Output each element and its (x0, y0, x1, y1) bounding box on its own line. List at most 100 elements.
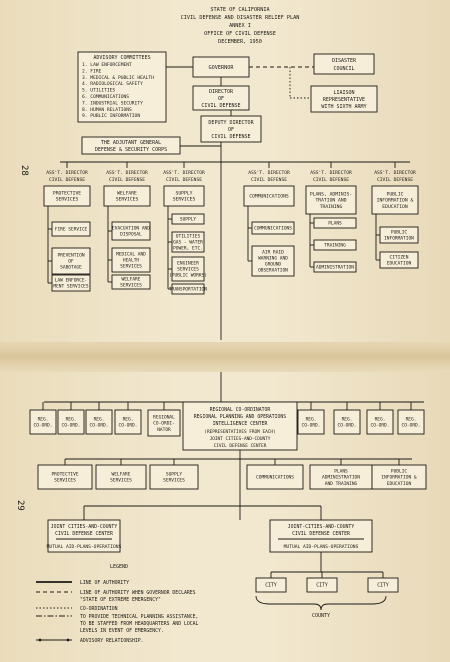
cities: CITY CITY CITY (255, 572, 399, 593)
regional-services: PROTECTIVESERVICESWELFARESERVICESSUPPLYS… (37, 459, 427, 490)
asst-civil-defense-label: CIVIL DEFENSE (377, 177, 413, 183)
disaster-council-l2: COUNCIL (333, 66, 354, 72)
legend-text-technical-1: TO PROVIDE TECHNICAL PLANNING ASSISTANCE… (80, 614, 198, 620)
asst-director-label: ASS'T. DIRECTOR (106, 170, 148, 176)
regional-service-line-1: SERVICES (54, 478, 76, 484)
disaster-council-l1: DISASTER (332, 58, 357, 64)
legend-text-authority: LINE OF AUTHORITY (80, 580, 129, 586)
joint-left-mutual: MUTUAL AID-PLANS-OPERATIONS (47, 544, 122, 550)
division-head-line-1: TRATION AND (315, 198, 346, 204)
division-sub-box (171, 213, 205, 225)
division-sub-box (171, 283, 205, 295)
header-line-4: OFFICE OF CIVIL DEFENSE (204, 31, 276, 37)
asst-director-label: ASS'T. DIRECTOR (46, 170, 88, 176)
division-sub-line-1: MENT SERVICES (53, 284, 89, 290)
regional-coordinator-box (57, 409, 85, 435)
city-label-line-0: CITY (265, 583, 277, 589)
chart-header: STATE OF CALIFORNIA CIVIL DEFENSE AND DI… (181, 7, 300, 45)
division-sub-line-0: TRANSPORTATION (169, 287, 207, 293)
division-sub-box (379, 226, 419, 244)
header-line-2: CIVIL DEFENSE AND DISASTER RELIEF PLAN (181, 15, 300, 21)
division-sub-line-0: AIR RAID (262, 250, 284, 256)
division-sub-line-0: COMMUNICATIONS (254, 226, 292, 232)
regional-coordinator-7: REG.CO-ORD. (397, 402, 425, 435)
regional-coordinator-line-1: CO-ORD. (302, 423, 321, 429)
regional-coordinator-line-1: CO-ORD. (90, 423, 109, 429)
regional-coordinator-line-1: CO-ORD. (338, 423, 357, 429)
division-sub-box (251, 245, 295, 277)
regional-center-l3: INTELLIGENCE CENTER (213, 421, 268, 427)
asst-civil-defense-label: CIVIL DEFENSE (166, 177, 202, 183)
regional-service-box (95, 464, 147, 490)
liaison-l3: WITH SIXTH ARMY (321, 104, 366, 110)
regional-coordinator-3: REG.CO-ORD. (114, 402, 142, 435)
asst-director-label: ASS'T. DIRECTOR (374, 170, 416, 176)
regional-coordinator-box (85, 409, 113, 435)
division-head-line-0: WELFARE (117, 191, 137, 197)
division-sub-line-0: TRAINING (324, 243, 346, 249)
division-sub-line-0: MEDICAL AND (116, 252, 146, 258)
division-head-box (103, 185, 151, 207)
regional-service-line-0: PLANS (334, 468, 348, 474)
regional-service-box (371, 464, 427, 490)
legend-text-emergency-2: "STATE OF EXTREME EMERGENCY" (80, 597, 161, 603)
division-sub-line-1: HEALTH (123, 258, 140, 264)
regional-service-line-0: PROTECTIVE (51, 471, 78, 477)
asst-civil-defense-label: CIVIL DEFENSE (49, 177, 85, 183)
regional-coordinator-box (333, 409, 361, 435)
advisory-item: 2. FIRE (82, 68, 102, 74)
regional-service-line-2: AND TRAINING (325, 481, 358, 487)
division-sub-line-0: PLANS (328, 221, 342, 227)
division-sub-line-1: SERVICES (120, 283, 142, 289)
regional-coordinator-line-0: REG. (123, 416, 134, 422)
division-sub-line-0: PREVENTION (57, 253, 84, 259)
division-sub-line-2: SABOTAGE (60, 265, 82, 271)
division-sub-line-1: DISPOSAL (120, 232, 142, 238)
regional-coordinator-line-0: REG. (406, 416, 417, 422)
adjutant-l2: DEFENSE & SECURITY CORPS (95, 147, 167, 153)
division-sub-box (111, 274, 151, 290)
regional-service-line-0: PUBLIC (391, 468, 408, 474)
regional-service-line-0: SUPPLY (166, 471, 183, 477)
division-head-box (43, 185, 91, 207)
legend-text-technical-2: TO BE STAFFED FROM HEADQUARTERS AND LOCA… (80, 621, 199, 627)
advisory-item: 8. HUMAN RELATIONS (82, 107, 132, 113)
regional-side-line-2: NATOR (157, 427, 171, 433)
asst-director-label: ASS'T. DIRECTOR (248, 170, 290, 176)
regional-coordinator-line-0: REG. (94, 416, 105, 422)
division-sub-line-2: (PUBLIC WORKS) (169, 273, 207, 279)
regional-coordinator-line-1: CO-ORD. (34, 423, 53, 429)
regional-service-line-1: SERVICES (163, 478, 185, 484)
regional-coordinator-box (297, 409, 325, 435)
deputy-l2: OF (228, 127, 234, 133)
advisory-title: ADVISORY COMMITTEES (93, 55, 150, 61)
regional-center-box (182, 401, 298, 451)
city-box (255, 577, 287, 593)
division-sub-line-0: ADMINISTRATION (316, 265, 354, 271)
regional-coordinator-line-1: CO-ORD. (119, 423, 138, 429)
joint-left-box (47, 519, 121, 553)
division-sub-line-2: SERVICES (120, 264, 142, 270)
advisory-item: 5. UTILITIES (82, 88, 115, 94)
city-label-line-0: CITY (316, 583, 328, 589)
regional-coordinator-line-0: REG. (375, 416, 386, 422)
city-2: CITY (367, 572, 399, 593)
regional-coordinator-line-1: CO-ORD. (402, 423, 421, 429)
regional-service-box (309, 464, 373, 490)
deputy-l3: CIVIL DEFENSE (211, 134, 250, 140)
regional-center-l1: REGIONAL CO-ORDINATOR (210, 407, 271, 413)
upper-connectors (60, 66, 410, 340)
division-head-line-1: SERVICES (116, 197, 139, 203)
regional-service-line-1: INFORMATION & (381, 475, 417, 481)
division-sub-line-1: EDUCATION (387, 261, 412, 267)
